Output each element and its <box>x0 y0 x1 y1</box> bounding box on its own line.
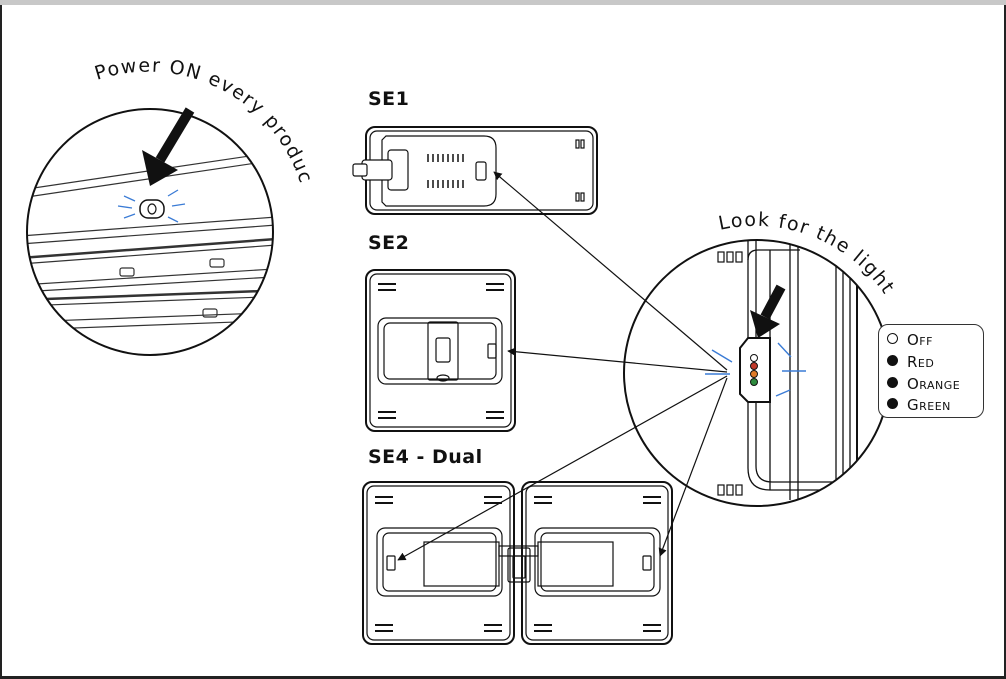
legend-item-off: Off <box>887 331 933 349</box>
indicator-green-light <box>750 378 758 386</box>
filled-dot-icon <box>887 398 898 409</box>
arrow-to-se1 <box>493 171 728 371</box>
indicator-off-light <box>750 354 758 362</box>
filled-dot-icon <box>887 355 898 366</box>
look-for-lights-caption-path: Look for the lights <box>0 0 898 299</box>
arrow-to-se4-right <box>658 377 728 557</box>
filled-dot-icon <box>887 377 898 388</box>
indicator-housing <box>739 337 771 403</box>
power-button-magnifier <box>26 107 274 356</box>
hollow-dot-icon <box>887 333 898 344</box>
se2-fixture <box>365 269 516 432</box>
power-arrow-icon <box>142 107 195 186</box>
frame-top-border <box>0 0 1006 5</box>
legend-label-red: Red <box>907 353 935 371</box>
frame-left-border <box>0 5 2 679</box>
legend-label-orange: Orange <box>907 375 961 393</box>
se1-label: SE1 <box>368 88 410 110</box>
left-magnifier-ring <box>26 108 274 356</box>
indicator-glow-lines <box>705 342 806 397</box>
frame-bottom-border <box>0 676 1006 679</box>
legend-label-off: Off <box>907 331 933 349</box>
light-status-legend: Off Red Orange Green <box>878 324 984 418</box>
power-glow-lines <box>117 189 186 223</box>
frame-right-border <box>1004 5 1006 679</box>
power-button-icon <box>139 199 165 219</box>
se1-fixture <box>352 126 598 215</box>
arrow-to-se4-left <box>397 375 728 561</box>
indicator-orange-light <box>750 370 758 378</box>
se4-dual-label: SE4 - Dual <box>368 446 483 468</box>
indicator-red-light <box>750 362 758 370</box>
se2-label: SE2 <box>368 232 410 254</box>
indicator-arrow-icon <box>750 284 786 338</box>
legend-item-green: Green <box>887 396 951 414</box>
se4-dual-fixture <box>362 481 673 645</box>
look-for-lights-caption: Look for the lights <box>0 0 899 299</box>
legend-label-green: Green <box>907 396 951 414</box>
legend-item-red: Red <box>887 353 934 371</box>
arrow-to-se2 <box>507 347 728 373</box>
legend-item-orange: Orange <box>887 375 960 393</box>
indicator-lights-magnifier <box>623 239 891 507</box>
connector-arrows <box>397 171 728 561</box>
